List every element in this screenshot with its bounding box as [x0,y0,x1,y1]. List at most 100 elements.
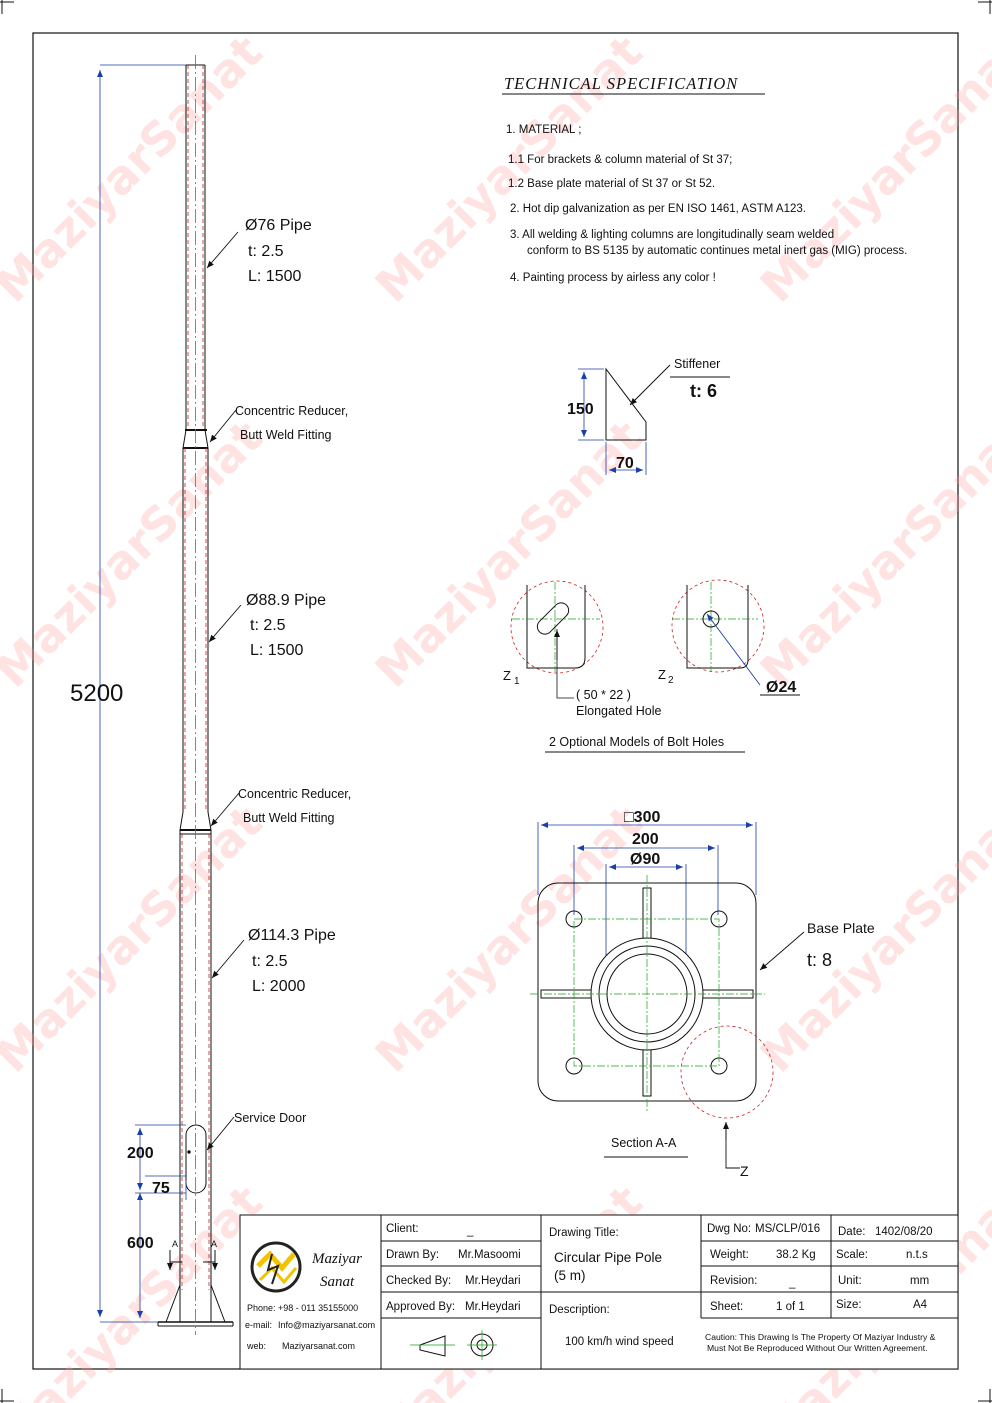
weight-label: Weight: [710,1249,749,1261]
z1-sub: 1 [514,676,520,687]
revision-value: _ [788,1277,796,1289]
pipe-1-thickness: t: 2.5 [248,243,284,260]
height-dimension [97,64,186,1323]
z2-sub: 2 [668,675,674,686]
client-label: Client: [386,1223,419,1235]
description-value: 100 km/h wind speed [565,1336,674,1348]
door-height-value: 200 [127,1145,154,1162]
approved-by-label: Approved By: [386,1301,455,1313]
section-aa-caption: Section A-A [611,1136,677,1150]
plate-size: □300 [624,809,660,826]
drawn-by-label: Drawn By: [386,1249,439,1261]
spec-list: 1. MATERIAL ; 1.1 For brackets & column … [506,124,907,284]
pole-section-3-label: Ø114.3 Pipe t: 2.5 L: 2000 [248,927,336,995]
pipe-diameter: Ø90 [630,851,660,868]
company-name-1: Maziyar [311,1251,362,1267]
date-label: Date: [838,1226,866,1238]
pipe-2-length: L: 1500 [250,642,303,659]
detail-z-label: Z [740,1163,749,1179]
elongated-size: ( 50 * 22 ) [576,688,631,702]
watermark-text: MaziyarSanat [750,410,992,698]
reducer-2-line-2: Butt Weld Fitting [243,811,335,825]
watermark-text: MaziyarSanat [750,25,992,313]
checked-by-label: Checked By: [386,1275,451,1287]
watermark-text: MaziyarSanat [750,795,992,1083]
scale-label: Scale: [836,1249,868,1261]
scale-value: n.t.s [906,1249,928,1261]
size-label: Size: [836,1299,862,1311]
pipe-1-length: L: 1500 [248,268,301,285]
watermark-text: MaziyarSanat [0,795,273,1083]
description-label: Description: [549,1304,610,1316]
unit-value: mm [910,1275,929,1287]
stiffener-height: 150 [567,401,594,418]
spec-title: TECHNICAL SPECIFICATION [504,74,738,93]
company-logo [250,1241,302,1293]
height-dimension-value: 5200 [70,680,123,707]
pipe-2-size: Ø88.9 Pipe [246,592,326,609]
bolt-holes-caption: 2 Optional Models of Bolt Holes [549,735,724,749]
drawing-title-2: (5 m) [554,1268,586,1283]
watermark-text: MaziyarSanat [365,25,653,313]
spec-line-6: conform to BS 5135 by automatic continue… [527,245,907,257]
revision-label: Revision: [710,1275,757,1287]
section-mark-left: A [172,1239,178,1249]
watermark-text: MaziyarSanat [0,410,273,698]
door-elevation-value: 600 [127,1235,154,1252]
base-plate-leaders [723,931,805,1169]
projection-symbol [410,1330,497,1360]
spec-line-4: 2. Hot dip galvanization as per EN ISO 1… [510,203,806,215]
sheet-label: Sheet: [710,1301,743,1313]
pipe-2-thickness: t: 2.5 [250,617,286,634]
reducer-1-line-1: Concentric Reducer, [235,404,348,418]
size-value: A4 [913,1299,928,1311]
stiffener-thickness: t: 6 [690,381,717,401]
watermark-text: MaziyarSanat [365,795,653,1083]
z2-label: Z [658,667,666,682]
section-mark-right: A [211,1239,217,1249]
weight-value: 38.2 Kg [776,1249,816,1261]
stiffener-detail [605,364,730,441]
company-name-2: Sanat [320,1274,355,1290]
base-plate-dimensions [537,822,757,960]
dwg-no-label: Dwg No: [707,1223,751,1235]
service-door-label: Service Door [234,1111,306,1125]
stiffener-label: Stiffener [674,357,720,371]
stiffener-dimensions [578,368,647,475]
dwg-no-value: MS/CLP/016 [755,1223,820,1235]
bolt-hole-z1 [510,580,604,699]
approved-by-value: Mr.Heydari [465,1301,521,1313]
web-label: web: [246,1341,266,1351]
door-dimensions [135,1124,187,1318]
spec-line-1: 1. MATERIAL ; [506,124,581,136]
reducer-1-line-2: Butt Weld Fitting [240,428,332,442]
caution-line-1: Caution: This Drawing Is The Property Of… [705,1332,936,1342]
company-email: Info@maziyarsanat.com [278,1320,375,1330]
pipe-1-size: Ø76 Pipe [245,217,312,234]
elongated-label: Elongated Hole [576,704,662,718]
company-web: Maziyarsanat.com [282,1341,355,1351]
pipe-3-length: L: 2000 [252,978,305,995]
company-phone: Phone: +98 - 011 35155000 [247,1303,358,1313]
unit-label: Unit: [838,1275,862,1287]
reducer-2-line-1: Concentric Reducer, [238,787,351,801]
spec-line-7: 4. Painting process by airless any color… [510,272,716,284]
checked-by-value: Mr.Heydari [465,1275,521,1287]
bolt-hole-z2 [671,579,800,696]
sheet-value: 1 of 1 [776,1301,805,1313]
door-width-value: 75 [152,1180,170,1197]
pipe-3-size: Ø114.3 Pipe [248,927,336,944]
date-value: 1402/08/20 [875,1226,933,1238]
hole-diameter: Ø24 [766,679,796,696]
detail-z-circle [680,1025,774,1119]
drawing-title-label: Drawing Title: [549,1227,619,1239]
pole-section-1-label: Ø76 Pipe t: 2.5 L: 1500 [245,217,312,285]
title-block-grid [239,1214,959,1370]
bolt-spacing: 200 [632,831,659,848]
pole-section-2-label: Ø88.9 Pipe t: 2.5 L: 1500 [246,592,326,659]
drawn-by-value: Mr.Masoomi [458,1249,521,1261]
spec-line-2: 1.1 For brackets & column material of St… [508,154,732,166]
pipe-3-thickness: t: 2.5 [252,953,288,970]
